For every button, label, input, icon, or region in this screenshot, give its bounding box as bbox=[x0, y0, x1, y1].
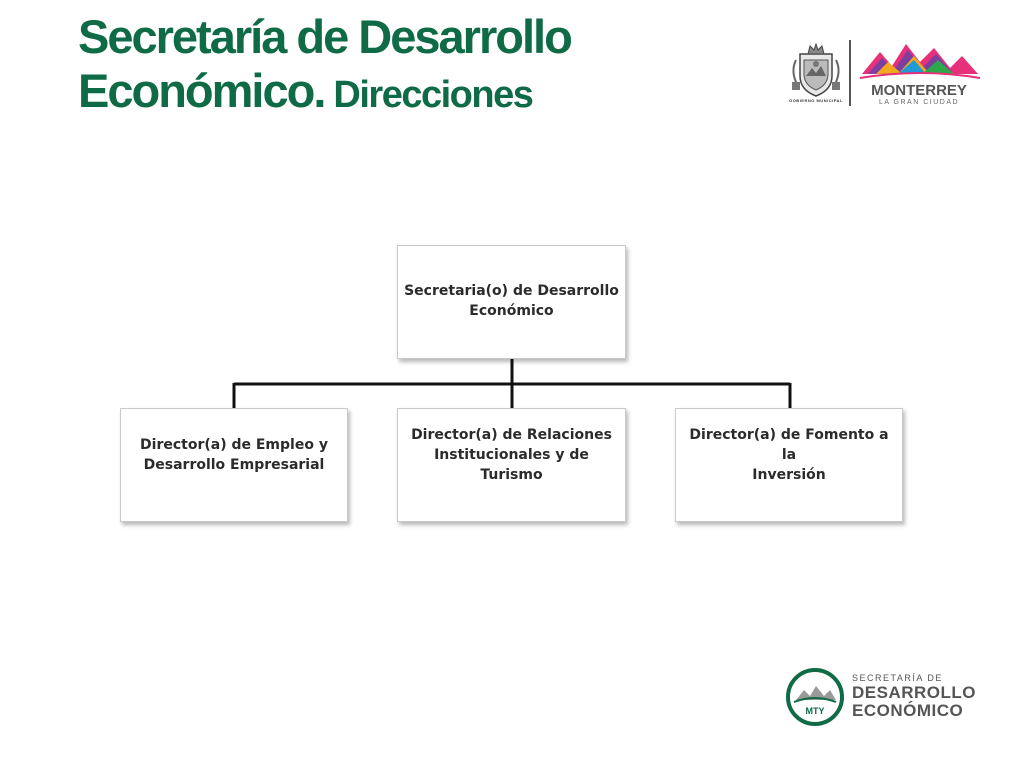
gobierno-municipal-logo: GOBIERNO MUNICIPAL bbox=[786, 40, 846, 106]
page-title-suffix: Direcciones bbox=[324, 74, 533, 117]
monterrey-tagline: LA GRAN CIUDAD bbox=[878, 99, 960, 106]
gobierno-municipal-label: GOBIERNO MUNICIPAL bbox=[789, 98, 843, 103]
org-node-label-line1: Director(a) de Empleo y bbox=[140, 436, 328, 453]
org-node-label-line2: Desarrollo Empresarial bbox=[143, 457, 325, 473]
page-title-line2: Económico. bbox=[78, 64, 326, 118]
footer-logo-line1: SECRETARÍA DE bbox=[852, 673, 943, 683]
mty-badge-text: MTY bbox=[806, 706, 825, 716]
mty-circle-logo-icon: MTY bbox=[786, 668, 844, 726]
municipal-coat-of-arms-icon bbox=[792, 42, 840, 97]
org-node-label-line1: Director(a) de Relaciones bbox=[411, 426, 612, 443]
org-node-label-line2: Institucionales y de Turismo bbox=[434, 446, 589, 484]
org-node-label-line1: Director(a) de Fomento a la bbox=[689, 426, 889, 463]
org-node-relaciones: Director(a) de Relaciones Institucionale… bbox=[397, 408, 626, 522]
org-node-empleo: Director(a) de Empleo y Desarrollo Empre… bbox=[120, 408, 348, 522]
footer-logo-line3: ECONÓMICO bbox=[852, 701, 964, 720]
monterrey-name: MONTERREY bbox=[871, 82, 967, 99]
logo-divider bbox=[849, 40, 851, 106]
page-title: Secretaría de Desarrollo Económico. Dire… bbox=[78, 10, 573, 118]
footer-logo-line2: DESARROLLO bbox=[852, 683, 976, 702]
org-node-label-line1: Secretaria(o) de Desarrollo bbox=[404, 282, 619, 299]
page-title-line1: Secretaría de Desarrollo bbox=[78, 10, 573, 63]
monterrey-mountains-logo-icon bbox=[859, 44, 981, 79]
org-node-secretaria: Secretaria(o) de Desarrollo Económico bbox=[397, 245, 626, 359]
monterrey-logo: MONTERREY LA GRAN CIUDAD bbox=[858, 38, 982, 110]
org-node-label-line2: Económico bbox=[469, 303, 554, 319]
secretaria-desarrollo-logo: MTY SECRETARÍA DE DESARROLLO ECONÓMICO bbox=[786, 668, 976, 730]
org-node-fomento: Director(a) de Fomento a la Inversión bbox=[675, 408, 903, 522]
org-node-label-line2: Inversión bbox=[752, 467, 826, 484]
